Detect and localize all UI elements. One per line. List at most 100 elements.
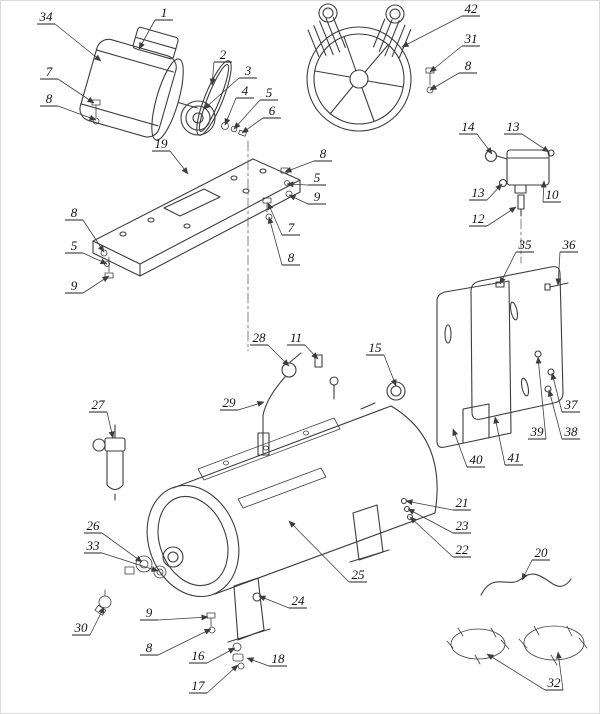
callout-number: 42 [465, 1, 479, 16]
callout-number: 15 [369, 340, 383, 355]
callout-5: 5 [233, 85, 278, 130]
callout-8: 8 [267, 216, 300, 266]
callout-number: 31 [464, 31, 478, 46]
callout-25: 25 [288, 520, 367, 583]
callout-7: 7 [40, 64, 95, 104]
callout-32: 32 [486, 651, 564, 691]
callout-number: 8 [320, 146, 327, 161]
callout-number: 32 [547, 675, 562, 690]
callout-13: 13 [469, 183, 503, 201]
callout-9: 9 [140, 605, 209, 621]
callout-number: 16 [192, 648, 206, 663]
callout-36: 36 [555, 237, 578, 286]
callout-number: 13 [472, 185, 486, 200]
pressure-switch [484, 149, 555, 217]
callout-5: 5 [286, 170, 326, 188]
tank-saddle-brackets [197, 417, 341, 509]
callout-12: 12 [469, 206, 517, 227]
callout-number: 20 [535, 545, 549, 560]
callout-19: 19 [152, 136, 189, 175]
foot-parts [232, 642, 245, 670]
callout-42: 42 [401, 1, 480, 48]
callout-17: 17 [189, 664, 239, 694]
callout-number: 39 [530, 424, 545, 439]
mounting-plate [92, 158, 301, 277]
callout-number: 37 [564, 397, 579, 412]
callout-8: 8 [284, 146, 332, 173]
callout-number: 5 [266, 85, 273, 100]
callout-number: 10 [546, 187, 560, 202]
callout-number: 8 [465, 58, 472, 73]
callout-number: 9 [71, 278, 78, 293]
callout-number: 8 [146, 640, 153, 655]
callout-6: 6 [241, 103, 281, 134]
callout-number: 14 [462, 119, 476, 134]
callout-number: 5 [71, 238, 78, 253]
callout-number: 9 [146, 605, 153, 620]
callout-number: 27 [92, 397, 106, 412]
callout-number: 22 [456, 542, 470, 557]
callout-26: 26 [84, 518, 143, 563]
callout-number: 3 [244, 63, 252, 78]
callout-number: 8 [71, 205, 78, 220]
callout-number: 19 [155, 136, 169, 151]
callout-number: 11 [290, 330, 302, 345]
callout-27: 27 [89, 397, 115, 439]
callout-7: 7 [267, 202, 300, 236]
callout-number: 28 [253, 330, 267, 345]
callout-8: 8 [65, 205, 105, 253]
callout-number: 34 [39, 9, 54, 24]
callout-number: 35 [518, 237, 533, 252]
callout-2: 2 [209, 47, 232, 86]
callout-number: 41 [508, 450, 521, 465]
callout-5: 5 [65, 238, 108, 265]
belt-guard [436, 266, 569, 448]
callout-number: 6 [269, 103, 276, 118]
callout-37: 37 [550, 372, 580, 413]
callout-number: 8 [46, 91, 53, 106]
callout-number: 4 [242, 83, 249, 98]
callout-number: 24 [292, 593, 306, 608]
callout-number: 1 [161, 5, 168, 20]
callout-9: 9 [288, 189, 326, 205]
callout-38: 38 [547, 389, 580, 440]
callout-number: 25 [352, 567, 366, 582]
callout-34: 34 [37, 9, 102, 62]
callout-3: 3 [203, 63, 257, 110]
callout-11: 11 [287, 330, 319, 360]
callout-23: 23 [407, 508, 471, 534]
callout-22: 22 [409, 516, 471, 558]
callout-20: 20 [521, 545, 550, 581]
callout-number: 12 [472, 211, 486, 226]
callout-number: 7 [46, 64, 53, 79]
callout-21: 21 [405, 495, 471, 511]
air-hose [480, 573, 572, 596]
callout-40: 40 [452, 428, 485, 468]
callout-number: 30 [74, 620, 89, 635]
callout-15: 15 [366, 340, 397, 387]
callout-13: 13 [504, 119, 550, 153]
callout-8: 8 [429, 58, 477, 91]
seal-rings [446, 625, 588, 666]
filter-regulator [92, 424, 126, 501]
quick-coupler [94, 589, 112, 616]
callout-39: 39 [528, 356, 547, 440]
compressor-pump [306, 3, 412, 132]
air-tank [146, 376, 438, 643]
callout-30: 30 [72, 606, 105, 636]
callout-31: 31 [429, 31, 480, 73]
callout-number: 36 [562, 237, 577, 252]
callout-28: 28 [250, 330, 290, 367]
motor-bolts-left [91, 99, 101, 125]
callout-41: 41 [493, 416, 523, 466]
drawing-layer [79, 3, 588, 670]
callout-14: 14 [459, 119, 493, 155]
callout-number: 29 [223, 395, 237, 410]
callout-number: 38 [564, 424, 579, 439]
callout-24: 24 [258, 593, 307, 609]
callout-number: 9 [314, 189, 321, 204]
callout-number: 13 [507, 119, 521, 134]
outlet-valve-and-pipe [257, 352, 323, 456]
